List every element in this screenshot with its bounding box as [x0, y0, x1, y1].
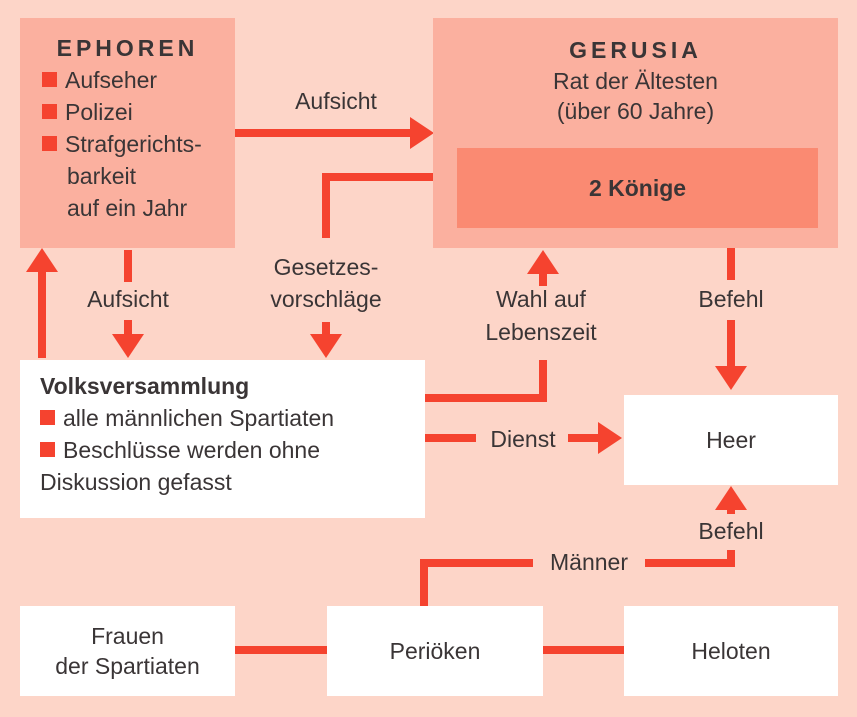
bullet-icon [42, 104, 57, 119]
ephoren-item: Polizei [42, 96, 235, 128]
line-maenner-left [420, 559, 533, 606]
line-maenner-right [645, 550, 735, 567]
volksversammlung-item: alle männlichen Spartiaten [40, 402, 425, 434]
label-maenner: Männer [550, 549, 628, 575]
label-vorschlaege: vorschläge [270, 286, 382, 312]
bullet-icon [40, 442, 55, 457]
ephoren-item: Strafgerichts- [42, 128, 235, 160]
bullet-icon [40, 410, 55, 425]
label-befehl-bottom: Befehl [698, 518, 764, 544]
heer-label: Heer [706, 427, 756, 453]
label-gesetzes: Gesetzes- [273, 254, 379, 280]
volksversammlung-item-cont: Diskussion gefasst [40, 469, 232, 495]
heloten-box: Heloten [624, 606, 838, 696]
kings-label: 2 Könige [588, 174, 687, 201]
label-dienst: Dienst [490, 426, 556, 452]
label-befehl-top: Befehl [698, 286, 764, 312]
perioeken-label: Periöken [389, 638, 481, 664]
label-aufsicht-top: Aufsicht [295, 88, 377, 114]
volksversammlung-title: Volksversammlung [40, 373, 250, 399]
line-gesetzesvorschlaege [322, 173, 433, 238]
bullet-icon [42, 136, 57, 151]
ephoren-item: Aufseher [42, 64, 235, 96]
label-wahl: Wahl auf [496, 286, 586, 312]
heloten-label: Heloten [691, 638, 771, 664]
volksversammlung-item: Beschlüsse werden ohne [40, 434, 425, 466]
ephoren-item-cont: auf ein Jahr [67, 195, 188, 221]
frauen-label-2: der Spartiaten [55, 653, 200, 679]
perioeken-box: Periöken [327, 606, 543, 696]
label-aufsicht-left: Aufsicht [87, 286, 169, 312]
ephoren-title: EPHOREN [56, 35, 199, 61]
gerusia-subtitle: Rat der Ältesten [553, 68, 718, 94]
gerusia-age: (über 60 Jahre) [556, 98, 715, 124]
frauen-box: Frauen der Spartiaten [20, 606, 235, 696]
bullet-icon [42, 72, 57, 87]
label-lebenszeit: Lebenszeit [485, 319, 597, 345]
frauen-label: Frauen [91, 623, 164, 649]
volksversammlung-box: Volksversammlung alle männlichen Spartia… [20, 360, 425, 518]
line-wahl [425, 360, 547, 402]
heer-box: Heer [624, 395, 838, 485]
ephoren-item-cont: barkeit [67, 163, 137, 189]
gerusia-title: GERUSIA [569, 37, 702, 63]
ephoren-box: EPHOREN Aufseher Polizei Strafgerichts- … [20, 18, 235, 248]
kings-box: 2 Könige [457, 148, 818, 228]
